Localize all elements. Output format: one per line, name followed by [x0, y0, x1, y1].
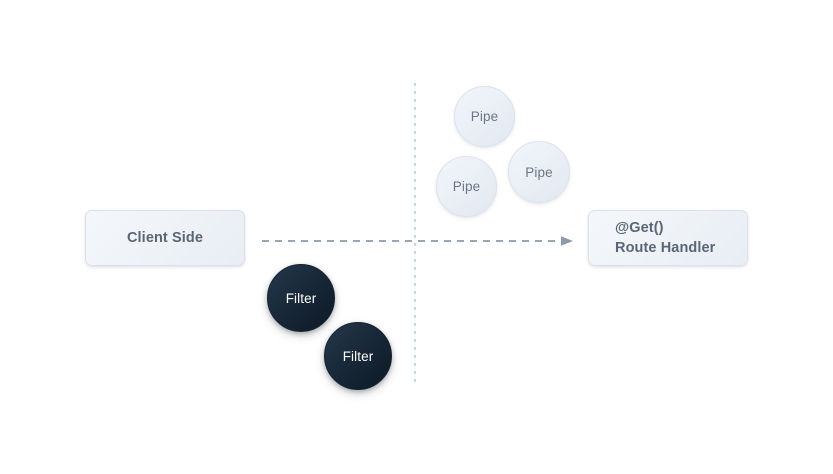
route-handler-text: @Get() Route Handler	[615, 218, 715, 258]
route-handler-decorator: @Get()	[615, 220, 664, 236]
filter-circle[interactable]: Filter	[324, 322, 392, 390]
vertical-dotted-divider	[414, 83, 416, 387]
pipe-label: Pipe	[470, 109, 499, 124]
pipe-circle[interactable]: Pipe	[436, 156, 497, 217]
client-side-box[interactable]: Client Side	[85, 210, 245, 266]
filter-circle[interactable]: Filter	[267, 264, 335, 332]
filter-label: Filter	[285, 290, 317, 306]
pipe-circle[interactable]: Pipe	[454, 86, 515, 147]
pipe-circle[interactable]: Pipe	[508, 141, 570, 203]
pipe-label: Pipe	[525, 164, 553, 180]
route-handler-label: Route Handler	[615, 240, 716, 256]
dashed-flow-arrow	[262, 236, 573, 246]
route-handler-box[interactable]: @Get() Route Handler	[588, 210, 748, 266]
arrow-head	[561, 236, 573, 246]
filter-label: Filter	[342, 348, 374, 364]
pipe-label: Pipe	[452, 179, 481, 194]
client-side-label: Client Side	[126, 230, 204, 246]
